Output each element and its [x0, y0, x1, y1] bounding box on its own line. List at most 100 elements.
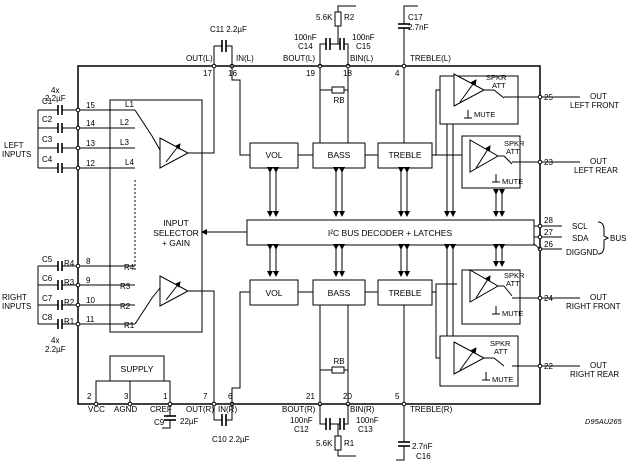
rb-bottom-label: RB: [333, 357, 344, 366]
spkr-att-lr-1: SPKR: [504, 139, 525, 148]
mux-r1: R1: [124, 321, 135, 330]
pin-10: 10: [86, 296, 95, 305]
scl-label: SCL: [572, 222, 588, 231]
vol-left: [249, 142, 299, 169]
spkr-att-lf-2: ATT: [492, 81, 506, 90]
vol-right-label: VOL: [265, 288, 282, 298]
right-inputs: [37, 261, 161, 329]
bin-r-label: BIN(R): [350, 405, 375, 414]
spkr-att-rr-1: SPKR: [490, 339, 511, 348]
r1-label: R1: [344, 439, 355, 448]
mute-rf: MUTE: [502, 309, 523, 318]
mux-l3: L3: [120, 138, 129, 147]
c12-label: C12: [294, 425, 309, 434]
r2-value: 5.6K: [316, 13, 333, 22]
treble-left-label: TREBLE: [388, 150, 421, 160]
bus-pins: [533, 221, 610, 255]
pin-12: 12: [86, 159, 95, 168]
c9-value: 22µF: [180, 417, 199, 426]
c9-label: C9: [154, 418, 165, 427]
r4-pin-name: R4: [64, 259, 75, 268]
pin-25: 25: [544, 93, 553, 102]
c10-label: C10 2.2µF: [212, 435, 250, 444]
pin-5: 5: [395, 392, 400, 401]
pin-24: 24: [544, 294, 553, 303]
r1-value: 5.6K: [316, 439, 333, 448]
out-rf-2: RIGHT FRONT: [566, 302, 621, 311]
supply-label: SUPPLY: [121, 364, 154, 374]
out-l-label: OUT(L): [186, 54, 213, 63]
bin-l-label: BIN(L): [350, 54, 373, 63]
r2-label: R2: [344, 13, 355, 22]
cap-note-bottom-1: 4x: [51, 336, 59, 345]
i2c-decoder-label: I²C BUS DECODER + LATCHES: [328, 228, 453, 238]
mux-r2: R2: [120, 302, 131, 311]
spkr-att-left-rear: [461, 135, 540, 189]
right-inputs-label-2: INPUTS: [2, 302, 31, 311]
out-rr-2: RIGHT REAR: [570, 370, 619, 379]
diggnd-label: DIGGND: [566, 248, 598, 257]
selector-label-2: SELECTOR: [153, 228, 199, 238]
c5-label: C5: [42, 255, 53, 264]
pin-2: 2: [87, 392, 92, 401]
pin-28: 28: [544, 216, 553, 225]
spkr-att-rr-2: ATT: [494, 347, 508, 356]
output-pins: [537, 94, 580, 369]
c16-value: 2.7nF: [412, 442, 433, 451]
selector-label-3: + GAIN: [162, 238, 190, 248]
cap-note-top-2: 2.2µF: [45, 94, 66, 103]
pin-23: 23: [544, 158, 553, 167]
bass-network-top: [317, 5, 356, 143]
pin-19: 19: [306, 69, 315, 78]
cap-note-bottom-2: 2.2µF: [45, 345, 66, 354]
bus-label: BUS: [610, 234, 626, 243]
pin-1: 1: [163, 392, 168, 401]
cap-note-top-1: 4x: [51, 86, 59, 95]
pin-20: 20: [343, 392, 352, 401]
c16-label: C16: [416, 452, 431, 461]
pin-16: 16: [228, 69, 237, 78]
bout-r-label: BOUT(R): [282, 405, 316, 414]
mux-l1: L1: [125, 100, 134, 109]
treble-caps: [396, 5, 418, 461]
mute-lr: MUTE: [502, 177, 523, 186]
treble-left: [377, 142, 433, 169]
treble-l-label: TREBLE(L): [410, 54, 451, 63]
pin-4: 4: [395, 69, 400, 78]
supply-pins: [93, 380, 176, 429]
in-l-label: IN(L): [236, 54, 254, 63]
c8-label: C8: [42, 313, 53, 322]
pin-17: 17: [203, 69, 212, 78]
mux-l4: L4: [125, 158, 134, 167]
drawing-code: D95AU265: [585, 417, 623, 426]
treble-right-label: TREBLE: [388, 288, 421, 298]
agnd-label: AGND: [114, 405, 137, 414]
c14-value: 100nF: [294, 33, 317, 42]
pin-15: 15: [86, 101, 95, 110]
out-lf-1: OUT: [590, 92, 607, 101]
c13-label: C13: [358, 425, 373, 434]
r2-pin-name: R2: [64, 298, 75, 307]
spkr-att-rf-2: ATT: [506, 279, 520, 288]
out-lr-2: LEFT REAR: [574, 166, 618, 175]
bass-right: [312, 279, 366, 306]
pin-22: 22: [544, 362, 553, 371]
c15-label: C15: [356, 42, 371, 51]
mute-rr: MUTE: [492, 375, 513, 384]
out-lr-1: OUT: [590, 157, 607, 166]
c11-label: C11 2.2µF: [210, 25, 247, 34]
pin-11: 11: [86, 315, 95, 324]
pin-3: 3: [124, 392, 129, 401]
r1-pin-name: R1: [64, 317, 75, 326]
pin-14: 14: [86, 119, 95, 128]
mux-l2: L2: [120, 118, 129, 127]
spkr-att-right-rear: [439, 335, 540, 387]
c3-label: C3: [42, 135, 53, 144]
pin-18: 18: [343, 69, 352, 78]
mux-r3: R3: [120, 282, 131, 291]
supply-block: [109, 355, 165, 382]
treble-right: [377, 279, 433, 306]
out-lf-2: LEFT FRONT: [570, 101, 619, 110]
i2c-decoder: [246, 219, 535, 246]
